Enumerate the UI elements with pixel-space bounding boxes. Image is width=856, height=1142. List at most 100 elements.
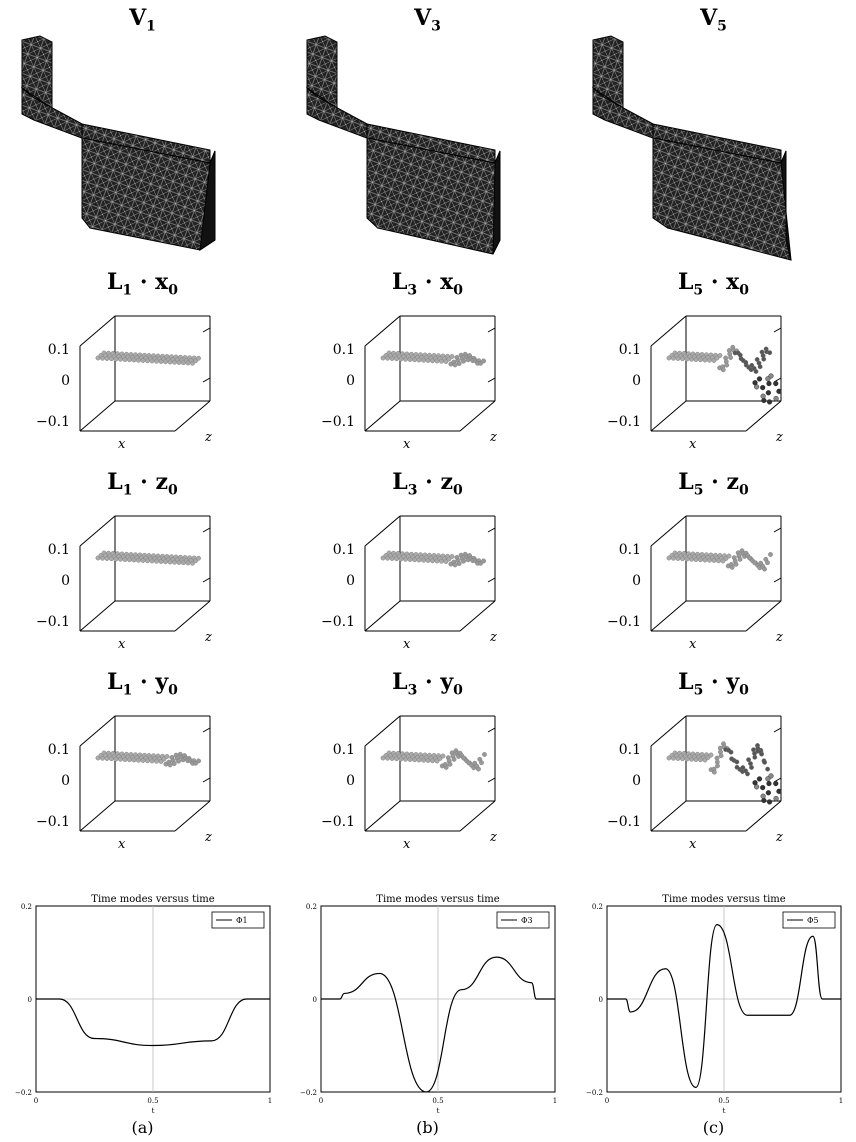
mesh-title: V3 xyxy=(414,5,441,35)
y-tick-label: −0.2 xyxy=(300,1089,317,1097)
x-axis-label: x xyxy=(403,837,411,852)
point-cloud xyxy=(95,550,201,566)
y-tick-label: 0 xyxy=(28,996,32,1004)
x-tick-label: 0.5 xyxy=(718,1097,729,1105)
legend: Φ1 xyxy=(211,911,265,929)
series-line xyxy=(607,923,841,1088)
x-axis-label: x xyxy=(689,437,697,452)
mesh-title: V5 xyxy=(700,5,727,35)
tick-label: 0 xyxy=(61,773,70,789)
panel-title: L5 · y0 xyxy=(678,669,749,699)
panel-title: L5 · x0 xyxy=(677,269,750,299)
tick-label: −0.1 xyxy=(36,614,70,630)
tick-label: 0 xyxy=(346,773,355,789)
y-tick-label: 0 xyxy=(599,996,603,1004)
z-axis-label: z xyxy=(775,830,783,845)
x-axis-label: x xyxy=(118,437,126,452)
tick-label: 0.1 xyxy=(619,342,641,358)
legend-label: Φ5 xyxy=(807,916,819,925)
point-cloud xyxy=(666,548,773,572)
series-line xyxy=(36,998,270,1047)
tick-label: 0.1 xyxy=(333,542,355,558)
series-line xyxy=(321,956,555,1093)
point-cloud xyxy=(380,748,487,772)
point-cloud xyxy=(380,550,486,568)
panel-title: L5 · z0 xyxy=(678,469,749,499)
panel-title: L3 · x0 xyxy=(391,269,464,299)
tick-label: 0 xyxy=(61,573,70,589)
tick-label: 0 xyxy=(346,573,355,589)
mesh-illustration xyxy=(20,35,216,252)
mesh-block-side xyxy=(780,150,792,261)
chart-title: Time modes versus time xyxy=(376,894,500,905)
tick-label: 0 xyxy=(632,573,641,589)
x-axis-label: x xyxy=(403,437,411,452)
x-tick-label: 0.5 xyxy=(147,1097,158,1105)
legend-label: Φ3 xyxy=(521,916,533,925)
panel-title: L3 · z0 xyxy=(392,469,463,499)
x-tick-label: 1 xyxy=(553,1097,557,1105)
y-tick-label: −0.2 xyxy=(586,1089,603,1097)
z-axis-label: z xyxy=(204,430,212,445)
z-axis-label: z xyxy=(775,430,783,445)
x-tick-label: 1 xyxy=(839,1097,843,1105)
y-tick-label: 0 xyxy=(313,996,317,1004)
y-tick-label: 0.2 xyxy=(592,903,603,911)
subfigure-caption: (a) xyxy=(131,1118,154,1137)
axes-3d: 0.1 0 −0.1 x z xyxy=(36,515,212,652)
point-cloud xyxy=(95,750,201,768)
panel-title: L1 · z0 xyxy=(107,469,178,499)
x-axis-label: t xyxy=(437,1107,440,1114)
tick-label: 0 xyxy=(346,373,355,389)
x-axis-label: t xyxy=(152,1107,155,1114)
tick-label: 0.1 xyxy=(48,742,70,758)
point-cloud xyxy=(666,344,782,405)
subfigure-caption: (c) xyxy=(702,1118,725,1137)
mesh-illustration xyxy=(591,35,792,261)
x-tick-label: 0 xyxy=(319,1097,323,1105)
tick-label: −0.1 xyxy=(321,614,355,630)
mesh-block-side xyxy=(492,150,501,255)
tick-label: −0.1 xyxy=(321,814,355,830)
x-axis-label: t xyxy=(723,1107,726,1114)
chart-title: Time modes versus time xyxy=(662,894,786,905)
z-axis-label: z xyxy=(775,630,783,645)
z-axis-label: z xyxy=(204,830,212,845)
z-axis-label: z xyxy=(204,630,212,645)
tick-label: 0 xyxy=(632,773,641,789)
mesh-illustration xyxy=(305,35,501,255)
tick-label: 0.1 xyxy=(619,742,641,758)
y-tick-label: 0.2 xyxy=(306,903,317,911)
legend: Φ3 xyxy=(496,911,550,929)
tick-label: 0.1 xyxy=(333,342,355,358)
z-axis-label: z xyxy=(489,430,497,445)
x-axis-label: x xyxy=(403,637,411,652)
point-cloud xyxy=(666,741,782,805)
y-tick-label: 0.2 xyxy=(21,903,32,911)
tick-label: −0.1 xyxy=(607,414,641,430)
x-tick-label: 0 xyxy=(34,1097,38,1105)
x-tick-label: 1 xyxy=(268,1097,272,1105)
x-axis-label: x xyxy=(689,837,697,852)
x-tick-label: 0.5 xyxy=(432,1097,443,1105)
tick-label: 0.1 xyxy=(48,542,70,558)
x-axis-label: x xyxy=(118,637,126,652)
x-axis-label: x xyxy=(689,637,697,652)
point-cloud xyxy=(380,350,486,368)
point-cloud xyxy=(95,350,201,366)
panel-title: L1 · x0 xyxy=(106,269,179,299)
mesh-title: V1 xyxy=(129,5,156,35)
